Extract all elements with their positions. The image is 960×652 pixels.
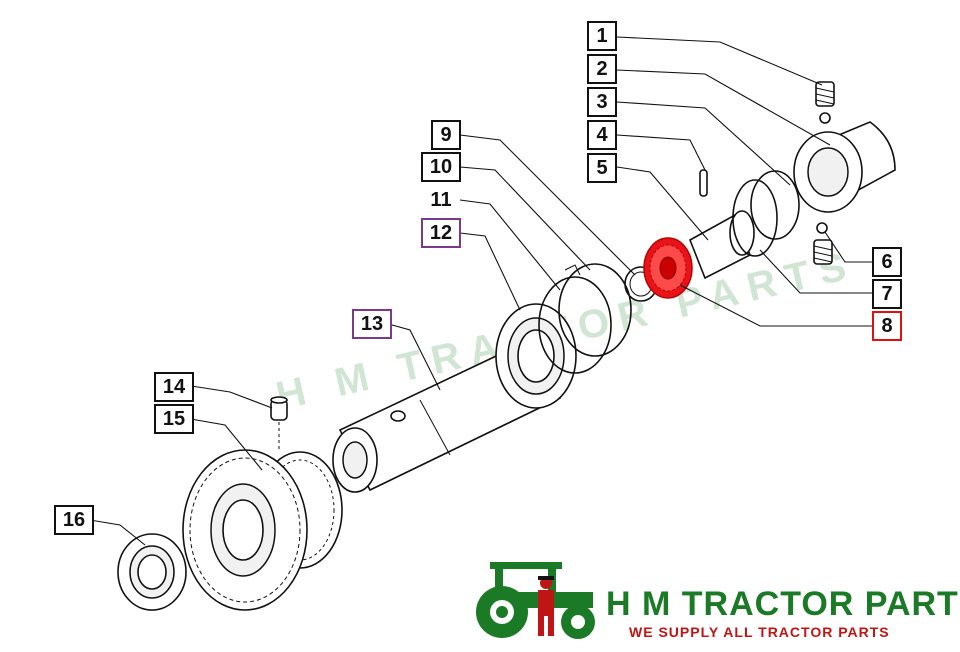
svg-text:1: 1 [596, 25, 607, 47]
svg-text:6: 6 [881, 251, 892, 273]
label-5: 5 [587, 153, 617, 183]
label-9: 9 [431, 120, 461, 150]
part-16-bearing [117, 533, 187, 611]
label-15: 15 [154, 404, 194, 434]
svg-text:13: 13 [361, 313, 383, 335]
svg-text:16: 16 [63, 509, 85, 531]
label-2: 2 [587, 54, 617, 84]
svg-text:14: 14 [163, 376, 186, 398]
tractor-farmer-icon [476, 562, 595, 639]
svg-text:12: 12 [430, 222, 452, 244]
part-6-spring [813, 222, 833, 265]
part-11-snap-ring [538, 276, 612, 374]
label-12: 12 [421, 218, 461, 248]
part-4-pin [699, 169, 708, 197]
part-2-clutch-sleeve [793, 121, 896, 213]
label-3: 3 [587, 87, 617, 117]
label-6: 6 [872, 247, 902, 277]
part-7-ring [732, 179, 778, 257]
leader-lines [89, 36, 873, 546]
label-7: 7 [872, 279, 902, 309]
svg-text:11: 11 [430, 189, 451, 211]
svg-text:8: 8 [881, 315, 892, 337]
svg-text:3: 3 [596, 91, 607, 113]
svg-text:15: 15 [163, 408, 185, 430]
part-15-gear [182, 449, 343, 611]
label-10: 10 [421, 152, 461, 182]
svg-text:2: 2 [596, 58, 607, 80]
svg-text:9: 9 [440, 124, 451, 146]
svg-text:7: 7 [881, 283, 892, 305]
label-11: 11 [422, 186, 460, 214]
svg-text:5: 5 [596, 157, 607, 179]
label-8: 8 [872, 311, 902, 341]
label-16: 16 [54, 505, 94, 535]
part-12-bearing [495, 303, 577, 409]
brand-name: H M TRACTOR PARTS [606, 585, 960, 623]
svg-text:4: 4 [596, 124, 608, 146]
label-4: 4 [587, 120, 617, 150]
part-14-roller [270, 396, 288, 450]
part-1-spring [815, 81, 835, 124]
part-10-circlip [558, 263, 632, 357]
svg-text:10: 10 [430, 156, 452, 178]
brand-tagline: WE SUPPLY ALL TRACTOR PARTS [629, 624, 890, 640]
label-13: 13 [352, 309, 392, 339]
label-1: 1 [587, 21, 617, 51]
part-8-gear-highlighted [643, 237, 693, 299]
label-14: 14 [154, 372, 194, 402]
